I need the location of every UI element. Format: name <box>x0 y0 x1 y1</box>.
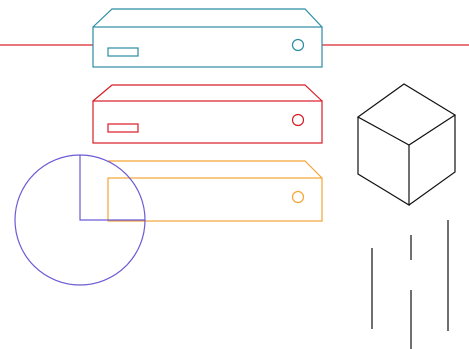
device-top <box>92 8 323 68</box>
pie-slice-highlight <box>79 155 145 221</box>
device-middle <box>92 84 323 144</box>
device-top-lid <box>92 8 323 28</box>
device-top-led-icon <box>291 38 305 52</box>
device-bottom-lid <box>108 160 323 179</box>
cube-icon <box>356 83 457 207</box>
cube-right-face <box>408 115 456 206</box>
cube-left-face <box>357 117 410 207</box>
device-middle-lid <box>92 84 323 102</box>
device-top-port-icon <box>107 47 139 57</box>
pie-chart-icon <box>14 154 146 286</box>
device-bottom <box>107 160 323 222</box>
device-top-body <box>92 26 323 68</box>
device-middle-port-icon <box>107 123 139 133</box>
cube-top-face <box>356 83 457 146</box>
device-bottom-body <box>107 177 323 222</box>
device-bottom-led-icon <box>291 190 305 204</box>
device-middle-led-icon <box>291 113 305 127</box>
device-middle-body <box>92 100 323 144</box>
vertical-lines-icon <box>371 220 449 349</box>
